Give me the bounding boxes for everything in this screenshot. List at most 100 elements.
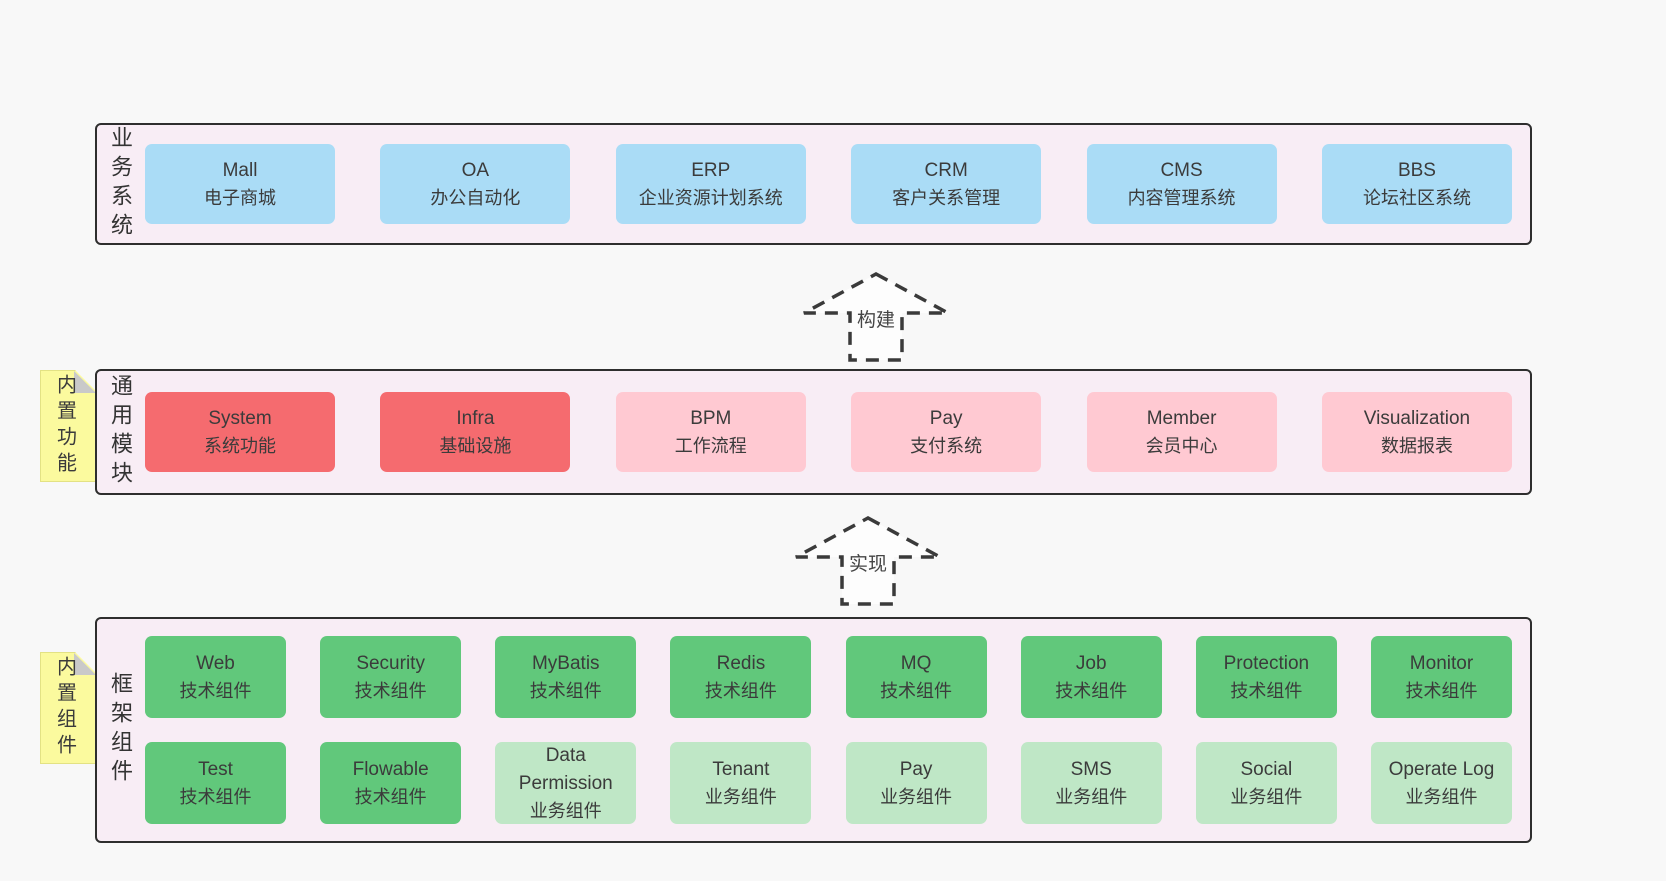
sticky-note-text: 内置组件 [53, 656, 76, 760]
layer-label-wrap: 业务系统 [97, 125, 143, 243]
box-subtitle: 系统功能 [204, 435, 276, 456]
layer-business-systems: 业务系统 Mall 电子商城 OA 办公自动化 ERP 企业资源计划系统 CRM 客户关系管理… [95, 123, 1532, 245]
box-title: Member [1146, 408, 1217, 430]
folded-corner-icon [74, 653, 96, 675]
box-title: Monitor [1409, 653, 1474, 675]
box-title: Test [198, 759, 233, 781]
dashed-up-arrow-build: 构建 [803, 272, 949, 362]
box-subtitle: 办公自动化 [430, 187, 521, 208]
module-box-job: Job 技术组件 [1020, 636, 1162, 718]
box-title: Operate Log [1388, 759, 1495, 781]
box-title: CRM [924, 160, 968, 182]
box-title: Infra [456, 408, 495, 430]
dashed-up-arrow-implement: 实现 [795, 516, 941, 606]
box-subtitle: 业务组件 [1055, 786, 1128, 807]
box-title: Job [1075, 653, 1107, 675]
box-subtitle: 电子商城 [204, 187, 276, 208]
box-title: MQ [900, 653, 932, 675]
layer-label-wrap: 通用模块 [97, 371, 143, 493]
box-subtitle: 基础设施 [439, 435, 512, 456]
box-subtitle: 技术组件 [529, 680, 602, 701]
module-box-flowable: Flowable 技术组件 [320, 742, 462, 824]
module-box-system: System 系统功能 [145, 392, 335, 472]
box-title: Mall [222, 160, 258, 182]
module-box-social: Social 业务组件 [1195, 742, 1337, 824]
box-subtitle: 业务组件 [1230, 786, 1303, 807]
module-box-redis: Redis 技术组件 [670, 636, 812, 718]
box-title: Social [1240, 759, 1293, 781]
box-subtitle: 工作流程 [674, 435, 747, 456]
box-subtitle: 技术组件 [1230, 680, 1303, 701]
box-subtitle: 技术组件 [354, 786, 427, 807]
module-box-erp: ERP 企业资源计划系统 [615, 144, 806, 224]
module-box-web: Web 技术组件 [145, 636, 286, 718]
up-arrow-icon [795, 516, 941, 606]
box-subtitle: 业务组件 [529, 800, 602, 821]
module-box-crm: CRM 客户关系管理 [851, 144, 1042, 224]
module-box-security: Security 技术组件 [320, 636, 462, 718]
module-box-member: Member 会员中心 [1086, 392, 1277, 472]
layer-label-wrap: 框架组件 [97, 619, 143, 841]
box-title: SMS [1070, 759, 1112, 781]
module-box-data-permission: Data Permission 业务组件 [495, 742, 637, 824]
sticky-note-text: 内置功能 [53, 374, 76, 478]
arrow-label-implement: 实现 [849, 553, 887, 575]
box-title: Tenant [712, 759, 770, 781]
box-title: Redis [716, 653, 766, 675]
module-box-monitor: Monitor 技术组件 [1370, 636, 1512, 718]
box-title: Security [356, 653, 425, 675]
box-row: System 系统功能 Infra 基础设施 BPM 工作流程 Pay 支付系统 Member 会… [145, 392, 1512, 472]
arrow-label-build: 构建 [857, 309, 895, 331]
sticky-note-built-in-features: 内置功能 [40, 370, 97, 482]
box-subtitle: 技术组件 [704, 680, 777, 701]
module-box-bpm: BPM 工作流程 [615, 392, 806, 472]
module-box-tenant: Tenant 业务组件 [670, 742, 812, 824]
box-subtitle: 业务组件 [880, 786, 953, 807]
box-subtitle: 企业资源计划系统 [638, 187, 783, 208]
box-subtitle: 技术组件 [354, 680, 427, 701]
module-box-oa: OA 办公自动化 [380, 144, 571, 224]
box-subtitle: 论坛社区系统 [1362, 187, 1471, 208]
box-title: System [208, 408, 272, 430]
box-title: ERP [691, 160, 731, 182]
layer-common-modules: 通用模块 System 系统功能 Infra 基础设施 BPM 工作流程 Pay 支付系统 Me… [95, 369, 1532, 495]
layer-label-components: 框架组件 [108, 672, 133, 788]
box-subtitle: 技术组件 [1055, 680, 1128, 701]
box-subtitle: 会员中心 [1145, 435, 1218, 456]
modules-boxes: System 系统功能 Infra 基础设施 BPM 工作流程 Pay 支付系统 Member 会… [143, 371, 1530, 493]
box-title: OA [461, 160, 490, 182]
module-box-sms: SMS 业务组件 [1020, 742, 1162, 824]
box-subtitle: 技术组件 [179, 786, 252, 807]
box-title: Visualization [1363, 408, 1471, 430]
box-subtitle: 客户关系管理 [892, 187, 1001, 208]
box-title: MyBatis [531, 653, 600, 675]
box-title: BPM [690, 408, 732, 430]
module-box-test: Test 技术组件 [145, 742, 286, 824]
module-box-pay: Pay 支付系统 [851, 392, 1042, 472]
sticky-note-built-in-components: 内置组件 [40, 652, 97, 764]
box-title: Protection [1223, 653, 1310, 675]
box-subtitle: 内容管理系统 [1127, 187, 1236, 208]
module-box-visualization: Visualization 数据报表 [1321, 392, 1512, 472]
box-title: Data Permission [518, 745, 613, 794]
box-subtitle: 技术组件 [179, 680, 252, 701]
box-subtitle: 技术组件 [1405, 680, 1478, 701]
box-title: Flowable [352, 759, 429, 781]
box-subtitle: 业务组件 [704, 786, 777, 807]
box-title: Web [196, 653, 235, 675]
layer-label-modules: 通用模块 [108, 374, 133, 490]
box-subtitle: 支付系统 [910, 435, 983, 456]
box-title: Pay [929, 408, 963, 430]
module-box-infra: Infra 基础设施 [380, 392, 571, 472]
box-subtitle: 数据报表 [1380, 435, 1453, 456]
